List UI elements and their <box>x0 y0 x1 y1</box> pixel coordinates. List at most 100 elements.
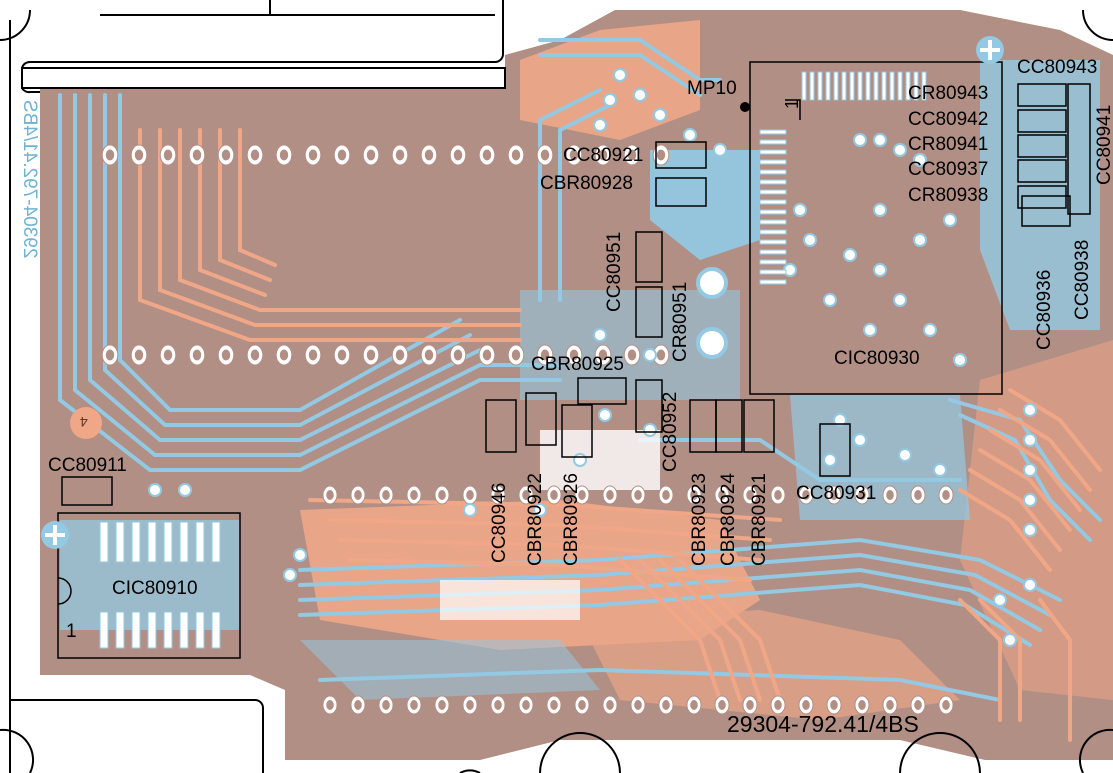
large-pad <box>696 267 728 299</box>
via <box>1023 493 1037 507</box>
cc80938-label: CC80938 <box>1072 239 1093 320</box>
header-pin-hole <box>424 349 434 361</box>
polarity-plus <box>45 40 1000 545</box>
via <box>463 503 477 517</box>
mp10-label: MP10 <box>687 78 737 99</box>
via <box>873 133 887 147</box>
board-cutouts <box>21 67 660 773</box>
header-pin-hole <box>914 700 922 710</box>
header-pin-hole <box>774 700 782 710</box>
cic80910-notch <box>57 577 72 605</box>
ic-pin <box>759 239 787 245</box>
via <box>593 328 607 342</box>
pad-4-shape <box>70 407 102 439</box>
via <box>598 408 612 422</box>
cc80951-label: CC80951 <box>604 231 625 312</box>
ic-pin <box>147 611 157 649</box>
header-pin-hole <box>886 490 894 500</box>
cr80943-label: CR80943 <box>908 83 989 104</box>
ic-pin <box>825 71 831 101</box>
ic-pin <box>759 149 787 155</box>
ic-pin <box>195 611 205 649</box>
ic-pin <box>99 611 109 649</box>
header-pin-hole <box>382 700 390 710</box>
ic-pin <box>99 521 109 563</box>
via <box>873 203 887 217</box>
ic-pin <box>195 521 205 563</box>
via <box>873 263 887 277</box>
header-pin-hole <box>774 490 782 500</box>
header-pin-hole <box>522 700 530 710</box>
header-pin-hole <box>627 349 637 361</box>
header-pin-hole <box>511 149 521 161</box>
large-pad <box>696 327 728 359</box>
header-pin-hole <box>690 490 698 500</box>
ic-pin <box>881 71 887 101</box>
via <box>1023 578 1037 592</box>
via <box>913 153 927 167</box>
header-pin-hole <box>366 149 376 161</box>
header-pin-hole <box>494 490 502 500</box>
header-pin-hole <box>578 700 586 710</box>
via <box>1023 433 1037 447</box>
ic-pin <box>759 159 787 165</box>
ic-pin <box>759 189 787 195</box>
header-pin-hole <box>494 700 502 710</box>
header-pin-hole <box>482 149 492 161</box>
via <box>573 453 587 467</box>
header-pin-hole <box>326 700 334 710</box>
header-pin-hole <box>438 490 446 500</box>
ic-pin <box>179 521 189 563</box>
header-pin-hole <box>279 349 289 361</box>
cic80930-pins <box>759 71 927 285</box>
via <box>823 453 837 467</box>
cr80938-label: CR80938 <box>908 185 989 206</box>
via <box>993 593 1007 607</box>
header-pin-hole <box>453 349 463 361</box>
ic-pin <box>759 209 787 215</box>
header-pin-hole <box>354 700 362 710</box>
via <box>643 423 657 437</box>
header-pin-hole <box>424 149 434 161</box>
header-pin-hole <box>540 349 550 361</box>
mp10-dot <box>740 102 750 112</box>
cic80910-pin1-label: 1 <box>66 621 77 642</box>
header-pin-hole <box>466 490 474 500</box>
via <box>1023 523 1037 537</box>
header-pin-hole <box>858 490 866 500</box>
header-pin-hole <box>134 149 144 161</box>
cic80930-outline <box>749 61 1003 395</box>
via <box>713 143 727 157</box>
header-pin-hole <box>250 349 260 361</box>
header-pin-hole <box>942 490 950 500</box>
via <box>633 88 647 102</box>
ic-pin <box>179 611 189 649</box>
header-pin-hole <box>337 349 347 361</box>
via <box>603 93 617 107</box>
header-pin-hole <box>886 700 894 710</box>
header-pin-hole <box>395 149 405 161</box>
via <box>283 568 297 582</box>
via <box>923 323 937 337</box>
header-pin-hole <box>718 700 726 710</box>
header-pin-hole <box>438 700 446 710</box>
header-pin-hole <box>221 149 231 161</box>
cr80951-label: CR80951 <box>670 281 691 362</box>
header-pin-hole <box>192 149 202 161</box>
ic-pin <box>211 521 221 563</box>
header-pin-hole <box>914 490 922 500</box>
ic-pin <box>759 269 787 275</box>
via <box>823 293 837 307</box>
header-pin-hole <box>308 349 318 361</box>
header-pin-hole <box>105 149 115 161</box>
cr80941-label: CR80941 <box>908 134 989 155</box>
cbr80922-label: CBR80922 <box>525 473 546 566</box>
ic-pin <box>801 71 807 101</box>
cc80942-label: CC80942 <box>908 109 989 130</box>
cic80910-label: CIC80910 <box>112 578 198 599</box>
ic-pin <box>759 179 787 185</box>
via <box>943 213 957 227</box>
header-pin-hole <box>192 349 202 361</box>
